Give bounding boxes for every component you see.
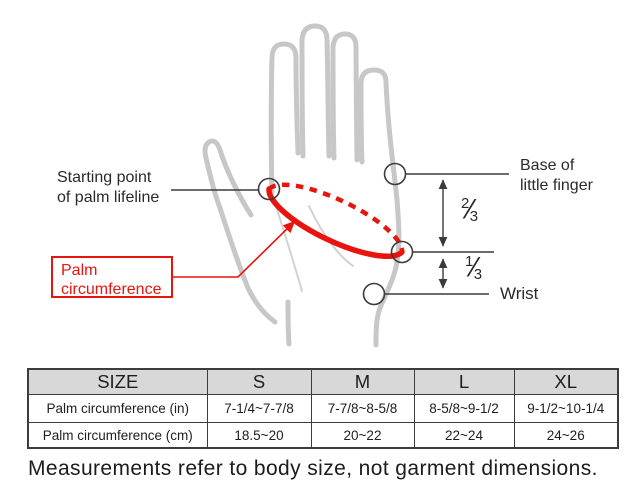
hand-measurement-diagram (171, 23, 509, 348)
label-starting-point: Starting point of palm lifeline (57, 169, 160, 206)
table-row-inches: Palm circumference (in) 7-1/4~7-7/8 7-7/… (27, 394, 619, 423)
fraction-slash: ⁄ (467, 195, 472, 225)
size-col-s: S (206, 368, 312, 395)
measurement-note: Measurements refer to body size, not gar… (28, 457, 598, 480)
dimension-lines (385, 173, 509, 295)
fraction-denominator: 3 (469, 208, 479, 225)
value-cell: 8-5/8~9-1/2 (413, 394, 515, 423)
thumb-and-left-edge (202, 138, 278, 325)
fraction-slash: ⁄ (471, 253, 476, 283)
fraction-numerator: 2 (461, 195, 470, 212)
palm-circumference-leader-arrow (173, 220, 296, 278)
row-label: Palm circumference (cm) (27, 422, 208, 449)
middle-finger (299, 23, 332, 159)
wrist-left-stroke (285, 299, 292, 347)
palm-circumference-solid-arc (266, 186, 405, 259)
size-col-xl: XL (513, 368, 619, 395)
ring-finger (330, 31, 360, 163)
size-col-m: M (310, 368, 415, 395)
row-label: Palm circumference (in) (27, 394, 208, 423)
value-cell: 22~24 (413, 422, 515, 449)
fraction-two-thirds: 2⁄3 (461, 195, 478, 225)
size-col-l: L (413, 368, 515, 395)
palm-circumference-callout: Palm circumference (51, 256, 173, 298)
size-header-cell: SIZE (27, 368, 208, 395)
little-finger-base-marker (383, 162, 407, 186)
value-cell: 9-1/2~10-1/4 (513, 394, 619, 423)
size-table: SIZE S M L XL Palm circumference (in) 7-… (27, 368, 619, 449)
size-table-header-row: SIZE S M L XL (27, 368, 619, 395)
value-cell: 7-7/8~8-5/8 (310, 394, 415, 423)
little-finger-and-right-edge (358, 67, 402, 348)
palm-lifeline (272, 196, 303, 292)
value-cell: 7-1/4~7-7/8 (206, 394, 312, 423)
index-finger (268, 41, 301, 195)
fraction-numerator: 1 (465, 253, 474, 270)
fraction-denominator: 3 (473, 266, 483, 283)
starting-point-marker (257, 177, 281, 201)
value-cell: 24~26 (513, 422, 619, 449)
value-cell: 18.5~20 (206, 422, 312, 449)
palm-circumference-dashed-arc (267, 182, 405, 253)
label-base-of-little-finger: Base of little finger (520, 157, 593, 194)
label-wrist: Wrist (500, 284, 539, 303)
wrist-marker (362, 282, 386, 306)
table-row-centimeters: Palm circumference (cm) 18.5~20 20~22 22… (27, 422, 619, 449)
hand-outline (202, 23, 402, 348)
palm-line-end-marker (390, 240, 414, 264)
measure-points (257, 162, 414, 306)
value-cell: 20~22 (310, 422, 415, 449)
fraction-one-third: 1⁄3 (465, 253, 482, 283)
